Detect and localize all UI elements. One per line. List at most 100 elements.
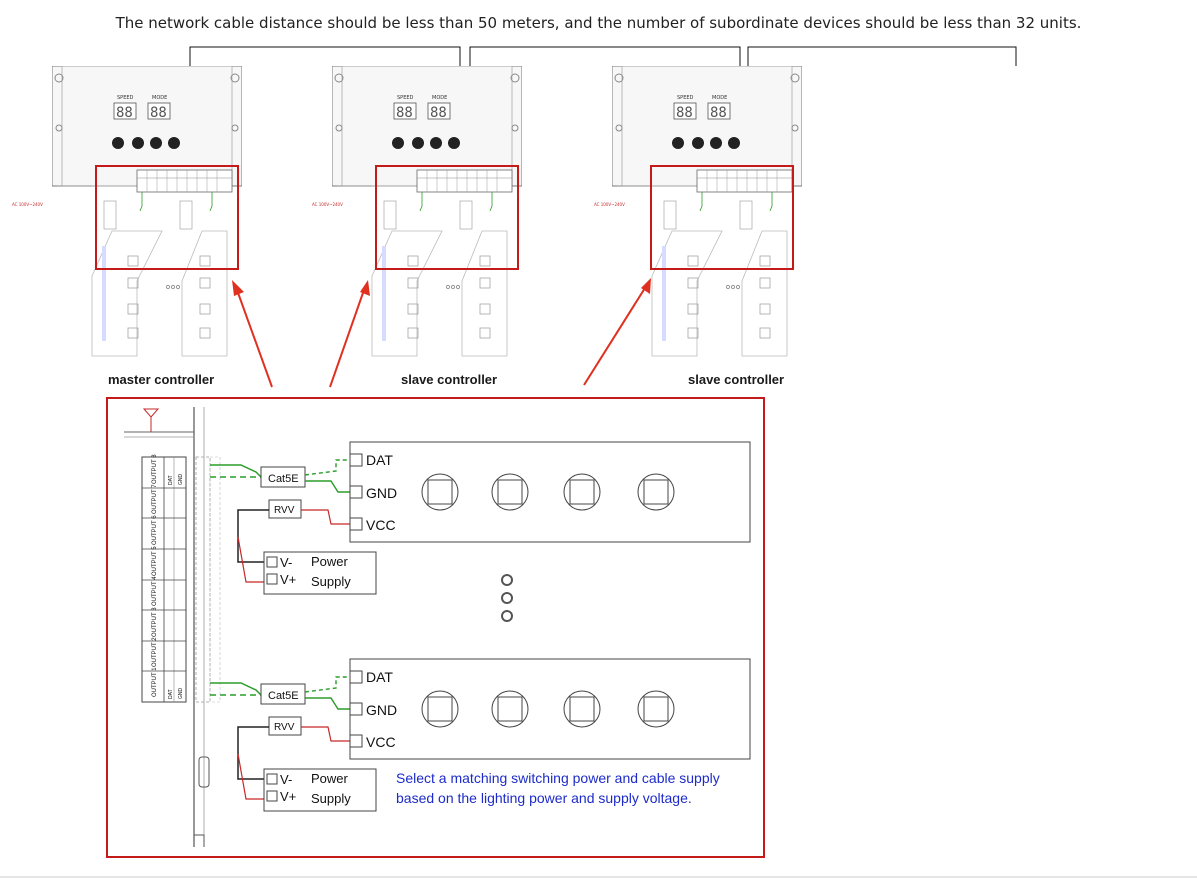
mode-display <box>427 102 451 120</box>
button-icon <box>112 137 124 149</box>
svg-text:88: 88 <box>430 105 447 121</box>
button-icon <box>392 137 404 149</box>
cable-cat5e <box>260 683 306 705</box>
speed-label: SPEED <box>677 95 694 101</box>
power-cable-label: RVV <box>274 505 295 516</box>
supply-label: Power <box>311 771 349 786</box>
detail-panel <box>106 397 765 858</box>
power-supply-symbol <box>739 200 753 230</box>
ac-label: AC 100V~240V <box>12 202 43 207</box>
button-icon <box>728 137 740 149</box>
pin-label: GND <box>366 702 397 718</box>
network-link-2-3 <box>469 46 741 66</box>
pin-label: DAT <box>168 689 174 699</box>
power-supply-symbol <box>103 200 117 230</box>
highlight-frame-slave-2 <box>650 165 794 270</box>
svg-text:88: 88 <box>710 105 727 121</box>
highlight-frame-master <box>95 165 239 270</box>
led-strip-2 <box>349 658 751 760</box>
speed-display <box>113 102 137 120</box>
mode-label: MODE <box>712 95 727 101</box>
power-supply-2 <box>263 768 377 812</box>
arrow-to-slave-2 <box>583 287 646 386</box>
note-line-2: based on the lighting power and supply v… <box>396 790 692 806</box>
button-icon <box>412 137 424 149</box>
pin-vcc <box>349 734 363 748</box>
pin-gnd <box>349 702 363 716</box>
supply-pin: V+ <box>280 789 296 804</box>
output-port-label: OUTPUT 5 <box>152 546 158 576</box>
terminal-block <box>136 169 233 193</box>
ac-label: AC 100V~240V <box>312 202 343 207</box>
power-supply-symbol <box>383 200 397 230</box>
label-slave-controller-1: slave controller <box>401 372 498 387</box>
led-strip <box>371 230 443 357</box>
cable-rvv <box>268 716 302 736</box>
button-icon <box>710 137 722 149</box>
supply-pin: V+ <box>280 572 296 587</box>
button-icon <box>150 137 162 149</box>
power-cable-label: RVV <box>274 722 295 733</box>
arrow-head-icon <box>360 280 370 296</box>
supply-label: Supply <box>311 574 351 589</box>
svg-text:88: 88 <box>150 105 167 121</box>
cable-cat5e <box>260 466 306 488</box>
pin-dat <box>349 453 363 467</box>
arrow-head-icon <box>232 280 244 296</box>
pin-label: GND <box>366 485 397 501</box>
led-strip-1 <box>349 441 751 543</box>
pin-gnd <box>349 485 363 499</box>
button-icon <box>132 137 144 149</box>
led-strip <box>741 230 788 357</box>
mode-display <box>147 102 171 120</box>
cable-rvv <box>268 499 302 519</box>
note-vertical <box>102 246 106 341</box>
speed-label: SPEED <box>397 95 414 101</box>
highlight-frame-slave-1 <box>375 165 519 270</box>
power-supply-symbol <box>179 200 193 230</box>
arrow-to-slave-1 <box>329 289 365 388</box>
note-vertical <box>382 246 386 341</box>
button-icon <box>672 137 684 149</box>
output-port-label: OUTPUT 6 <box>152 515 158 545</box>
led-strip <box>181 230 228 357</box>
pin-label: GND <box>178 688 184 700</box>
pin-label: VCC <box>366 734 396 750</box>
speed-display <box>393 102 417 120</box>
fuse-icon <box>198 756 210 788</box>
power-supply-symbol <box>459 200 473 230</box>
note-line-1: Select a matching switching power and ca… <box>396 770 720 786</box>
pin-label: GND <box>178 474 184 486</box>
supply-pin: V- <box>280 772 292 787</box>
ground-symbol-icon <box>142 408 160 432</box>
label-master-controller: master controller <box>108 372 215 387</box>
output-port-label: OUTPUT 4 <box>152 576 158 606</box>
headline: The network cable distance should be les… <box>115 14 1082 32</box>
cable-label: Cat5E <box>268 690 299 702</box>
network-link-3-out <box>747 46 1017 66</box>
pin-vcc <box>349 517 363 531</box>
svg-text:88: 88 <box>676 105 693 121</box>
led-strip <box>651 230 723 357</box>
pin-label: DAT <box>366 452 393 468</box>
bottom-divider <box>0 876 1197 878</box>
output-port-label: OUTPUT 7 <box>152 484 158 514</box>
supply-pin: V- <box>280 555 292 570</box>
pin-label: DAT <box>366 669 393 685</box>
output-port-label: OUTPUT 3 <box>152 607 158 637</box>
led-strip <box>461 230 508 357</box>
network-link-1-2 <box>189 46 461 66</box>
arrow-head-icon <box>641 278 651 294</box>
arrow-to-master <box>236 289 273 388</box>
note-vertical <box>662 246 666 341</box>
button-icon <box>692 137 704 149</box>
cable-label: Cat5E <box>268 473 299 485</box>
speed-label: SPEED <box>117 95 134 101</box>
button-icon <box>430 137 442 149</box>
label-slave-controller-2: slave controller <box>688 372 785 387</box>
svg-text:88: 88 <box>396 105 413 121</box>
supply-label: Power <box>311 554 349 569</box>
pin-label: DAT <box>168 475 174 485</box>
